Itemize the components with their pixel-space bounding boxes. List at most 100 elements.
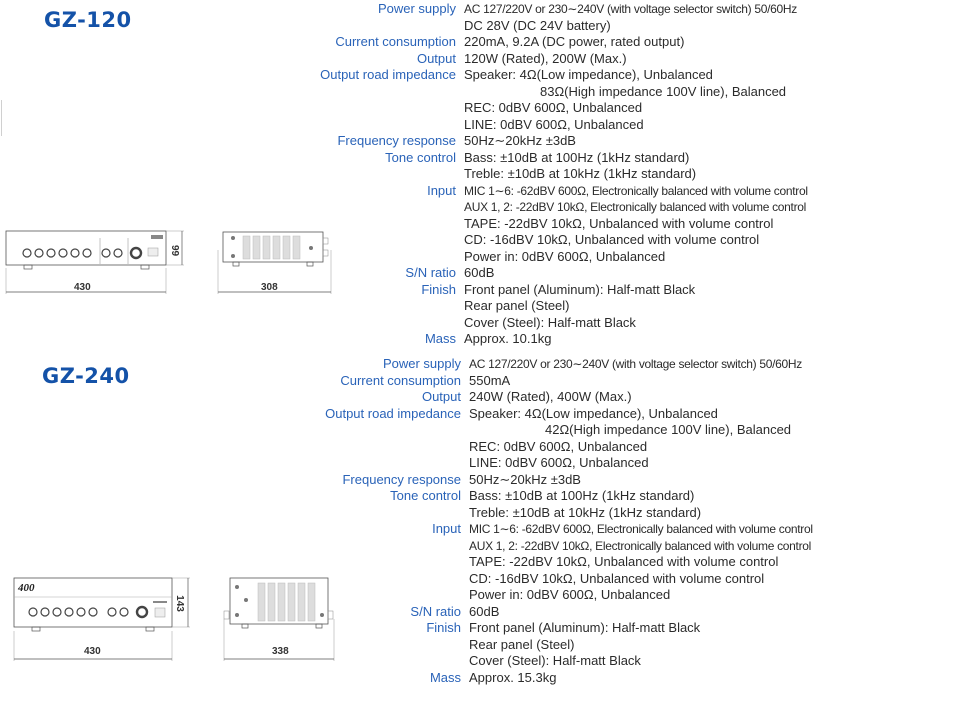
spec-row: Finish Front panel (Aluminum): Half-matt … bbox=[305, 620, 813, 670]
spec-label: Power supply bbox=[377, 1, 456, 16]
spec-row: Output 120W (Rated), 200W (Max.) bbox=[300, 51, 808, 68]
spec-values: 550mA bbox=[469, 373, 510, 390]
spec-row: Finish Front panel (Aluminum): Half-matt … bbox=[300, 282, 808, 332]
spec-value: Speaker: 4Ω(Low impedance), Unbalanced bbox=[464, 67, 713, 82]
spec-value: TAPE: -22dBV 10kΩ, Unbalanced with volum… bbox=[469, 554, 779, 569]
spec-row: Output road impedance Speaker: 4Ω(Low imp… bbox=[305, 406, 813, 472]
spec-value: AC 127/220V or 230∼240V (with voltage se… bbox=[464, 2, 797, 16]
spec-value: CD: -16dBV 10kΩ, Unbalanced with volume … bbox=[469, 570, 765, 586]
spec-values: 220mA, 9.2A (DC power, rated output) bbox=[464, 34, 684, 51]
spec-value: 220mA, 9.2A (DC power, rated output) bbox=[464, 34, 685, 49]
spec-row: Power supply AC 127/220V or 230∼240V (wit… bbox=[300, 1, 808, 34]
spec-label: Finish bbox=[421, 281, 456, 297]
side-view-drawing-gz240 bbox=[223, 577, 335, 661]
spec-value: REC: 0dBV 600Ω, Unbalanced bbox=[469, 438, 648, 454]
spec-value: Power in: 0dBV 600Ω, Unbalanced bbox=[469, 587, 671, 602]
spec-value: Rear panel (Steel) bbox=[464, 298, 570, 313]
spec-value: Power in: 0dBV 600Ω, Unbalanced bbox=[464, 248, 666, 264]
spec-row: Current consumption 550mA bbox=[305, 373, 813, 390]
spec-values: 120W (Rated), 200W (Max.) bbox=[464, 51, 627, 68]
model-title-gz120: GZ-120 bbox=[44, 8, 132, 32]
page-edge-rule bbox=[1, 100, 2, 136]
spec-label: Output road impedance bbox=[320, 67, 456, 82]
front-view-drawing-gz120 bbox=[5, 230, 184, 294]
spec-values: Approx. 10.1kg bbox=[464, 331, 551, 348]
spec-row: Frequency response 50Hz∼20kHz ±3dB bbox=[300, 133, 808, 150]
spec-values: Bass: ±10dB at 100Hz (1kHz standard)Treb… bbox=[469, 488, 701, 521]
spec-label: Output bbox=[416, 50, 456, 66]
spec-row: Output road impedance Speaker: 4Ω(Low imp… bbox=[300, 67, 808, 133]
knob-row bbox=[28, 605, 149, 619]
side-view-drawing-gz120 bbox=[217, 231, 332, 294]
spec-row: Input MIC 1∼6: -62dBV 600Ω, Electronicall… bbox=[305, 521, 813, 604]
spec-value: REC: 0dBV 600Ω, Unbalanced bbox=[464, 100, 643, 115]
spec-value: Front panel (Aluminum): Half-matt Black bbox=[464, 281, 696, 297]
spec-value: LINE: 0dBV 600Ω, Unbalanced bbox=[464, 116, 644, 132]
spec-value: AUX 1, 2: -22dBV 10kΩ, Electronically ba… bbox=[469, 538, 812, 553]
model-title-gz240: GZ-240 bbox=[42, 364, 130, 388]
spec-value: 60dB bbox=[464, 265, 495, 280]
spec-value: Treble: ±10dB at 10kHz (1kHz standard) bbox=[469, 504, 702, 520]
spec-value: Treble: ±10dB at 10kHz (1kHz standard) bbox=[464, 166, 697, 181]
spec-value: AUX 1, 2: -22dBV 10kΩ, Electronically ba… bbox=[464, 200, 807, 214]
spec-value: Cover (Steel): Half-matt Black bbox=[469, 653, 641, 668]
spec-values: 240W (Rated), 400W (Max.) bbox=[469, 389, 632, 406]
dimension-width-gz240: 430 bbox=[84, 646, 101, 657]
spec-value: LINE: 0dBV 600Ω, Unbalanced bbox=[469, 455, 649, 470]
spec-label: Finish bbox=[426, 620, 461, 635]
spec-values: AC 127/220V or 230∼240V (with voltage se… bbox=[469, 356, 802, 373]
spec-value: Front panel (Aluminum): Half-matt Black bbox=[469, 620, 701, 635]
spec-row: S/N ratio 60dB bbox=[300, 265, 808, 282]
spec-value: Approx. 15.3kg bbox=[469, 669, 557, 685]
spec-label: Current consumption bbox=[340, 372, 461, 388]
spec-row: Frequency response 50Hz∼20kHz ±3dB bbox=[305, 472, 813, 489]
spec-row: Mass Approx. 10.1kg bbox=[300, 331, 808, 348]
spec-value: 120W (Rated), 200W (Max.) bbox=[464, 50, 627, 66]
spec-label: Input bbox=[427, 182, 456, 198]
spec-label: S/N ratio bbox=[410, 603, 461, 619]
spec-value: DC 28V (DC 24V battery) bbox=[464, 17, 611, 33]
spec-values: MIC 1∼6: -62dBV 600Ω, Electronically bal… bbox=[464, 183, 808, 266]
spec-label: Mass bbox=[424, 331, 456, 346]
spec-label: Tone control bbox=[385, 149, 456, 165]
spec-row: Current consumption 220mA, 9.2A (DC power… bbox=[300, 34, 808, 51]
spec-value: Speaker: 4Ω(Low impedance), Unbalanced bbox=[469, 405, 718, 421]
front-view-drawing-gz240: 400 bbox=[13, 577, 190, 661]
spec-value: MIC 1∼6: -62dBV 600Ω, Electronically bal… bbox=[469, 522, 813, 536]
spec-row: S/N ratio 60dB bbox=[305, 604, 813, 621]
spec-label: Frequency response bbox=[337, 133, 456, 148]
spec-label: Output road impedance bbox=[325, 405, 461, 421]
spec-value: Rear panel (Steel) bbox=[469, 636, 575, 652]
spec-row: Input MIC 1∼6: -62dBV 600Ω, Electronicall… bbox=[300, 183, 808, 266]
spec-value: 42Ω(High impedance 100V line), Balanced bbox=[545, 422, 792, 437]
spec-value: TAPE: -22dBV 10kΩ, Unbalanced with volum… bbox=[464, 215, 774, 231]
spec-row: Tone control Bass: ±10dB at 100Hz (1kHz s… bbox=[300, 150, 808, 183]
spec-value: MIC 1∼6: -62dBV 600Ω, Electronically bal… bbox=[464, 183, 808, 198]
dimension-width-gz120: 430 bbox=[74, 282, 91, 293]
spec-value: 50Hz∼20kHz ±3dB bbox=[469, 471, 581, 487]
spec-value: Cover (Steel): Half-matt Black bbox=[464, 314, 636, 330]
spec-table-gz120: Power supply AC 127/220V or 230∼240V (wit… bbox=[300, 1, 808, 348]
spec-values: 60dB bbox=[469, 604, 499, 621]
spec-value: Approx. 10.1kg bbox=[464, 331, 552, 346]
spec-label: Input bbox=[432, 521, 461, 536]
spec-label: Mass bbox=[429, 669, 461, 685]
spec-values: 50Hz∼20kHz ±3dB bbox=[469, 472, 581, 489]
spec-value: 50Hz∼20kHz ±3dB bbox=[464, 133, 576, 148]
spec-label: Current consumption bbox=[335, 34, 456, 49]
spec-label: S/N ratio bbox=[405, 265, 456, 280]
spec-label: Frequency response bbox=[342, 471, 461, 487]
spec-value: 240W (Rated), 400W (Max.) bbox=[469, 389, 632, 404]
spec-value: Bass: ±10dB at 100Hz (1kHz standard) bbox=[464, 149, 690, 165]
spec-value: AC 127/220V or 230∼240V (with voltage se… bbox=[469, 357, 802, 371]
spec-value: 60dB bbox=[469, 603, 500, 619]
spec-value: Bass: ±10dB at 100Hz (1kHz standard) bbox=[469, 488, 695, 503]
spec-values: 60dB bbox=[464, 265, 494, 282]
dimension-depth-gz120: 308 bbox=[261, 282, 278, 293]
